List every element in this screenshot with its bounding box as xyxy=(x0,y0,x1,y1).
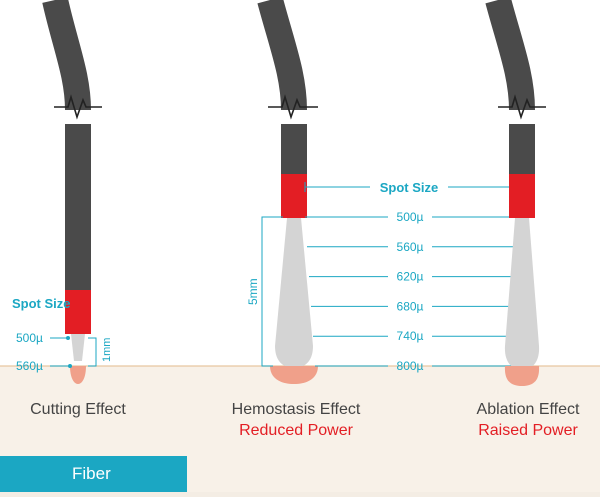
fiber-body-right xyxy=(509,124,535,174)
break-mark-right xyxy=(498,94,546,120)
spot-size-label-middle: Spot Size xyxy=(380,180,439,195)
caption-reduced-power: Reduced Power xyxy=(239,422,353,439)
spot-size-line-left-part xyxy=(304,182,370,192)
break-mark-middle xyxy=(268,94,318,120)
caption-hemostasis-effect: Hemostasis Effect xyxy=(231,401,361,418)
diameter-label-3: 680µ xyxy=(397,299,424,313)
fiber-body-middle xyxy=(281,124,307,174)
diameter-label-4: 740µ xyxy=(397,329,424,343)
burn-zone-right xyxy=(504,366,540,386)
fiber-cable-right xyxy=(485,0,535,111)
laser-beam-middle xyxy=(275,218,313,368)
diameter-label-2: 620µ xyxy=(397,270,424,284)
fiber-body-left xyxy=(65,124,91,290)
fiber-tip-middle xyxy=(281,174,307,218)
burn-zone-middle xyxy=(270,366,318,384)
dot-500-left xyxy=(66,336,70,340)
diameter-label-1: 560µ xyxy=(397,240,424,254)
depth-bracket-middle xyxy=(261,216,283,367)
caption-ablation-effect: Ablation Effect xyxy=(476,401,580,418)
spot-size-label-left: Spot Size xyxy=(12,296,71,311)
caption-cutting-effect: Cutting Effect xyxy=(30,401,126,418)
diameter-label-5: 800µ xyxy=(397,359,424,373)
fiber-tip-left xyxy=(65,290,91,334)
depth-bracket-left xyxy=(88,337,97,367)
laser-beam-right xyxy=(504,218,540,370)
dot-560-left xyxy=(68,364,72,368)
caption-raised-power: Raised Power xyxy=(478,422,578,439)
laser-beam-left xyxy=(71,334,85,361)
break-mark-left xyxy=(54,94,102,120)
fiber-tip-right xyxy=(509,174,535,218)
diameter-500-left: 500µ xyxy=(16,331,43,345)
burn-zone-left xyxy=(70,366,86,384)
spot-size-line-right-part xyxy=(448,182,513,192)
fiber-tab[interactable]: Fiber xyxy=(0,456,187,492)
diameter-560-left: 560µ xyxy=(16,359,43,373)
fiber-cable-middle xyxy=(257,0,307,111)
tab-baseline xyxy=(0,492,600,497)
fiber-cable-left xyxy=(42,0,91,111)
depth-label-middle: 5mm xyxy=(246,278,260,305)
diameter-label-0: 500µ xyxy=(397,210,424,224)
diameter-scale: 500µ 560µ 620µ 680µ 740µ 800µ xyxy=(305,210,513,373)
depth-label-left: 1mm xyxy=(101,338,113,362)
